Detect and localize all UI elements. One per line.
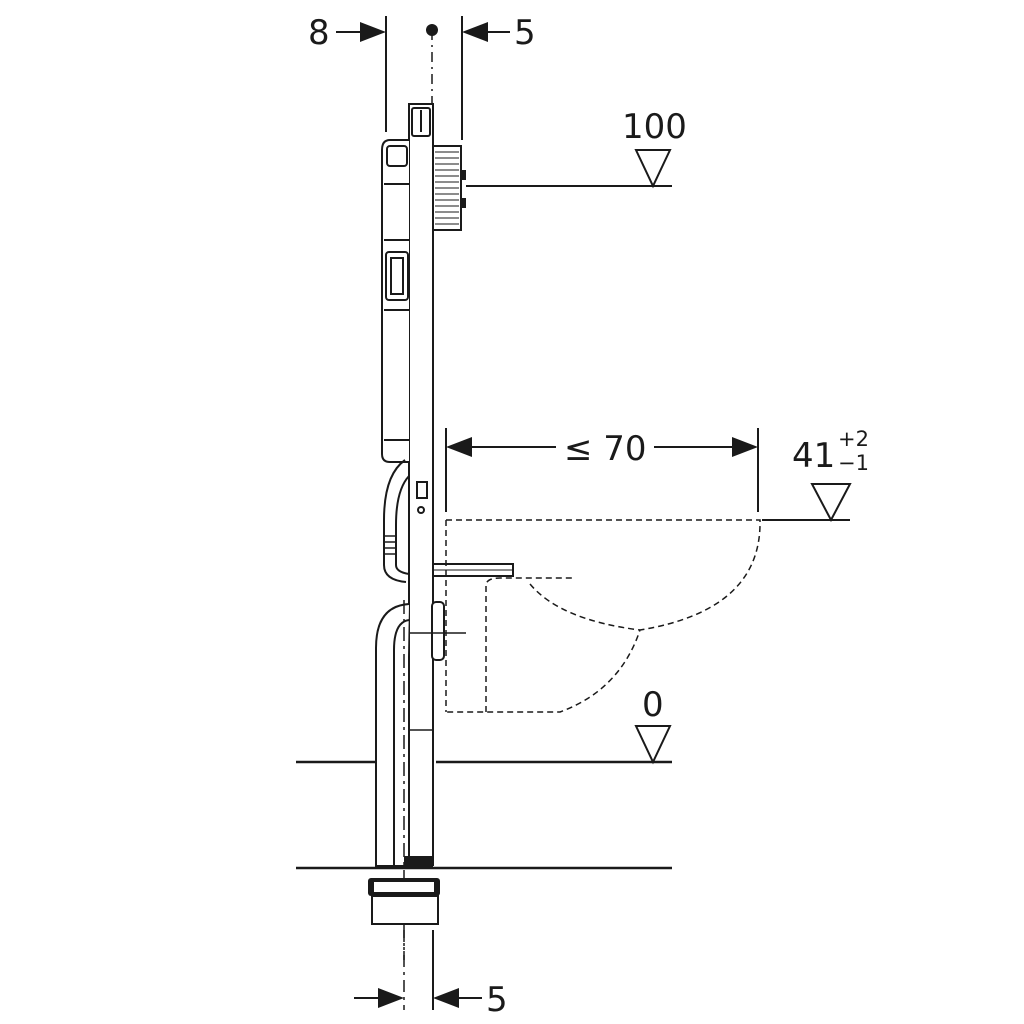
level-bowl-tolerance-plus: +2 [838,427,869,451]
level-marker-100 [466,149,672,189]
level-marker-0 [634,725,672,765]
level-marker-41 [762,483,852,523]
wc-bowl-outline [445,519,761,713]
floor-lines [296,760,672,870]
dimension-bottom [354,930,482,1010]
level-bowl-tolerance-minus: −1 [838,451,869,475]
dim-bottom-right-label: 5 [486,980,508,1020]
level-top-label: 100 [622,107,687,147]
dim-bowl-depth-label: ≤ 70 [564,429,647,469]
dim-top-left-label: 8 [308,13,330,53]
dimension-top [336,16,510,140]
flush-pipe [383,459,514,583]
dimension-bowl-depth [445,428,759,512]
level-bowl-label: 41 [792,436,835,476]
cistern-frame [381,103,466,865]
waste-pipe [375,600,466,960]
level-zero-label: 0 [642,685,664,725]
drain-connector [368,878,440,925]
dim-top-right-label: 5 [514,13,536,53]
